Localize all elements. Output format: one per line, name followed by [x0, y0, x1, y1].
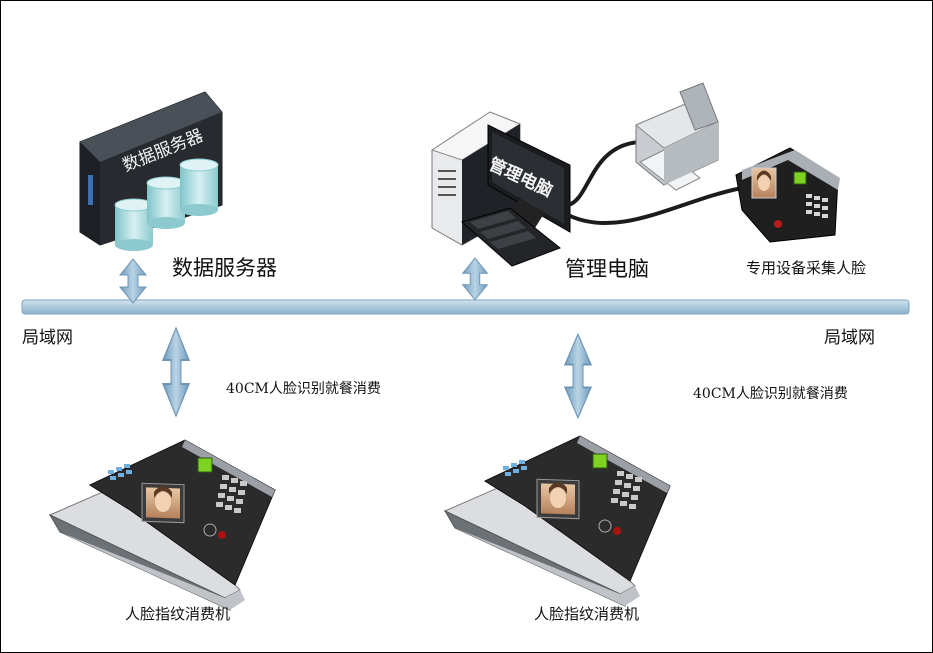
data-server-icon [79, 91, 223, 251]
face-capture-device-label: 专用设备采集人脸 [746, 259, 867, 277]
device-cable [567, 186, 743, 226]
lan-right-label: 局域网 [824, 328, 875, 348]
printer-icon [635, 82, 719, 191]
lan-network-bar [21, 299, 910, 315]
terminal-right-arrow [564, 333, 592, 419]
lan-left-label: 局域网 [22, 328, 73, 348]
link-right-label: 40CM人脸识别就餐消费 [693, 386, 848, 402]
terminal-right-label: 人脸指纹消费机 [534, 605, 640, 623]
face-capture-device-icon [735, 147, 840, 243]
printer-cable [567, 140, 641, 207]
terminal-left-label: 人脸指纹消费机 [125, 605, 231, 623]
terminal-left-arrow [162, 327, 190, 417]
link-left-label: 40CM人脸识别就餐消费 [226, 381, 381, 397]
face-fingerprint-terminal-right [444, 435, 671, 607]
management-pc-label: 管理电脑 [565, 257, 649, 281]
pc-lan-arrow [462, 257, 488, 301]
database-icon [114, 158, 219, 251]
server-lan-arrow [119, 258, 147, 304]
face-fingerprint-terminal-left [49, 439, 276, 611]
data-server-label: 数据服务器 [172, 256, 277, 280]
management-pc-icon [430, 111, 571, 267]
